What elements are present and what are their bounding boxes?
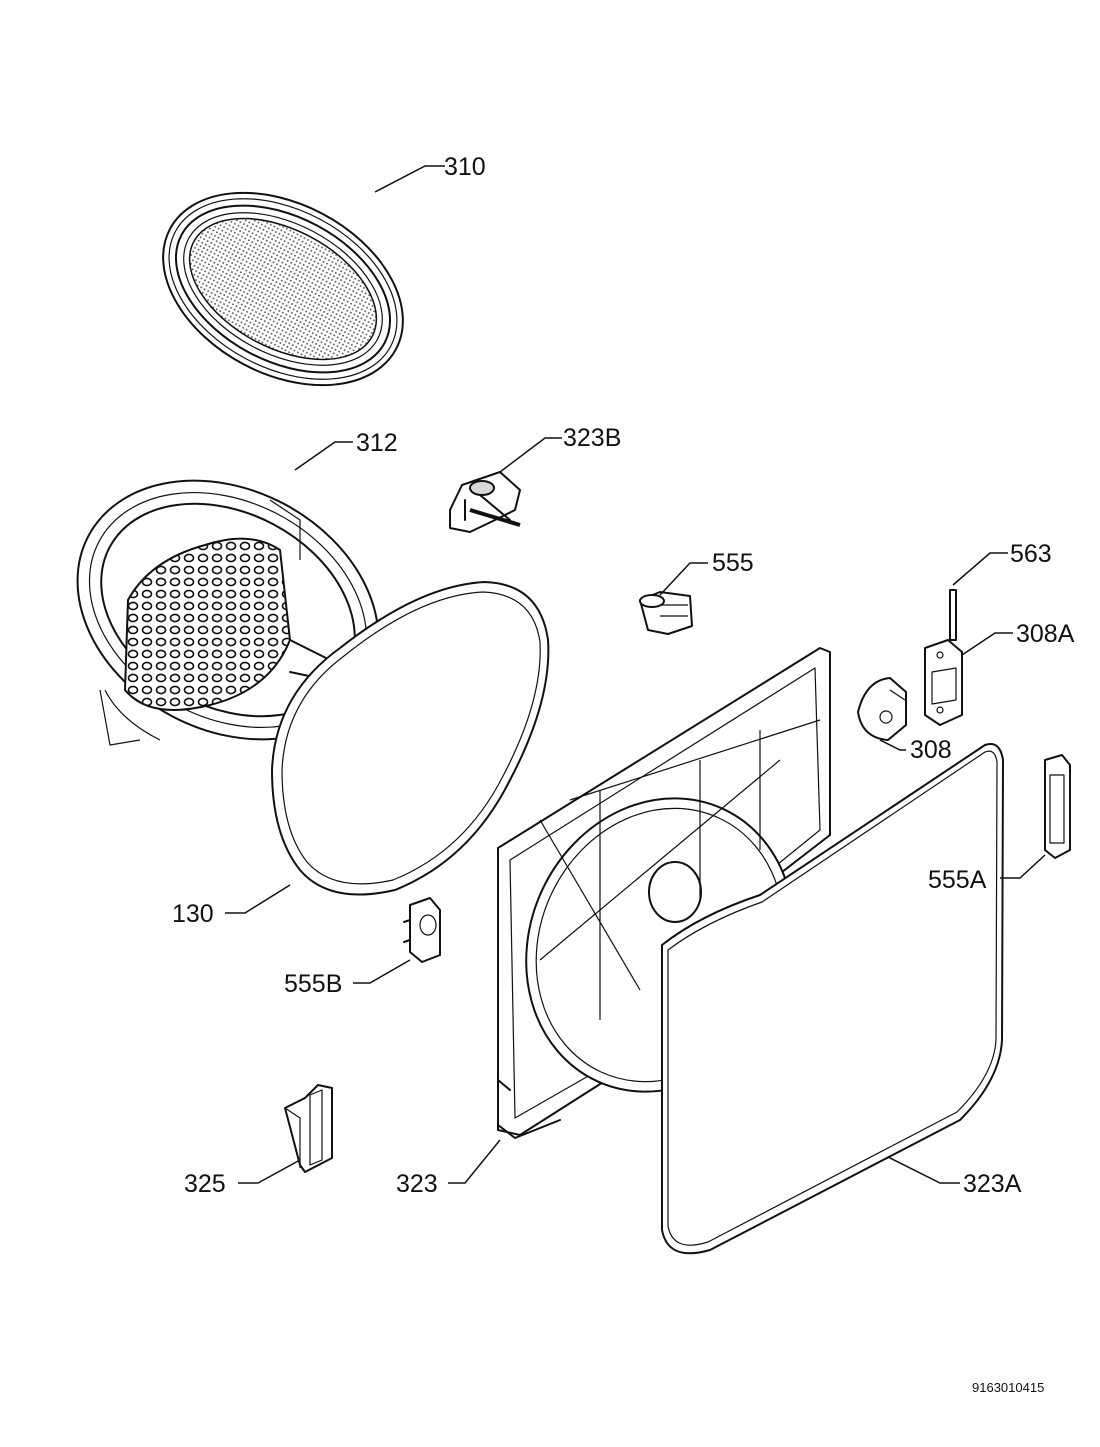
label-312: 312 xyxy=(356,429,398,457)
part-312-inner-door[interactable] xyxy=(32,430,424,790)
part-labels: 310 312 323B 555 563 308A 308 555A 130 5… xyxy=(172,153,1075,1198)
part-308A-bracket[interactable] xyxy=(924,639,963,726)
label-325: 325 xyxy=(184,1170,226,1198)
label-563: 563 xyxy=(1010,540,1052,568)
part-323B-hinge[interactable] xyxy=(449,471,521,533)
leader-lines xyxy=(225,165,1046,1184)
label-310: 310 xyxy=(444,153,486,181)
label-323A: 323A xyxy=(963,1170,1022,1198)
part-130-gasket[interactable] xyxy=(271,581,550,896)
label-323B: 323B xyxy=(563,424,621,452)
label-308: 308 xyxy=(910,736,952,764)
part-555-latch[interactable] xyxy=(639,591,693,635)
part-563-pin[interactable] xyxy=(949,589,957,641)
part-555B-clip[interactable] xyxy=(403,897,441,963)
label-555: 555 xyxy=(712,549,754,577)
part-325-bracket[interactable] xyxy=(284,1084,333,1173)
part-323A-door-panel[interactable] xyxy=(661,743,1004,1255)
label-555A: 555A xyxy=(928,866,987,894)
part-308-hook[interactable] xyxy=(857,677,907,741)
label-130: 130 xyxy=(172,900,214,928)
part-555A-latch[interactable] xyxy=(1044,754,1071,859)
part-310-door-glass[interactable] xyxy=(130,154,436,424)
document-id: 9163010415 xyxy=(972,1380,1044,1395)
label-308A: 308A xyxy=(1016,620,1075,648)
label-555B: 555B xyxy=(284,970,342,998)
label-323: 323 xyxy=(396,1170,438,1198)
